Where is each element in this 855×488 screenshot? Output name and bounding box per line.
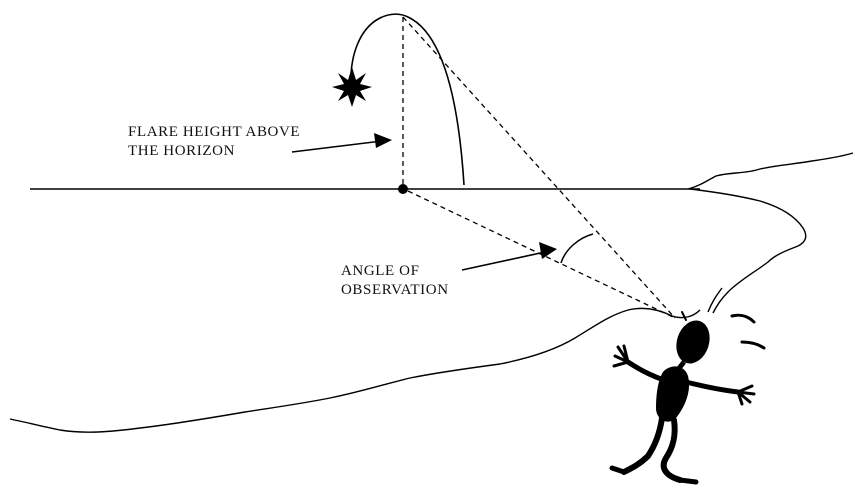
observer-left-leg — [621, 415, 665, 475]
observer-head — [676, 320, 710, 364]
shore-ripple — [707, 287, 723, 313]
angle-arrowhead — [539, 242, 557, 259]
observer-motion-mark-2 — [740, 340, 766, 350]
flare-height-label-line1: FLARE HEIGHT ABOVE — [128, 124, 300, 140]
observer-left-hand — [612, 344, 630, 368]
observer-motion-mark-1 — [730, 313, 756, 324]
flare-height-arrowhead — [374, 133, 392, 148]
flare-burst-icon — [332, 67, 372, 107]
flare-height-label-line2: THE HORIZON — [128, 143, 235, 159]
shoreline-upper — [687, 152, 854, 190]
observer-right-foot — [677, 477, 699, 485]
observer-motion-mark-3 — [681, 311, 687, 321]
angle-label-line2: OBSERVATION — [341, 282, 449, 298]
observation-angle-arc — [560, 233, 594, 264]
shoreline-lower — [9, 307, 701, 433]
observer-figure — [609, 311, 766, 485]
observer-right-leg — [660, 417, 683, 483]
observer-right-arm — [683, 379, 741, 395]
observer-left-arm — [625, 359, 667, 383]
observer-torso — [656, 366, 690, 422]
sight-line-to-flare — [402, 16, 676, 319]
flare-trajectory — [350, 13, 465, 186]
shoreline-inlet — [689, 188, 807, 314]
horizon-point — [398, 184, 408, 194]
observer-left-foot — [609, 465, 627, 475]
angle-label-line1: ANGLE OF — [341, 263, 420, 279]
flare-height-arrow-shaft — [291, 140, 383, 153]
observer-right-hand — [736, 384, 756, 406]
observer-neck — [674, 360, 686, 374]
angle-arrow-shaft — [461, 251, 546, 271]
